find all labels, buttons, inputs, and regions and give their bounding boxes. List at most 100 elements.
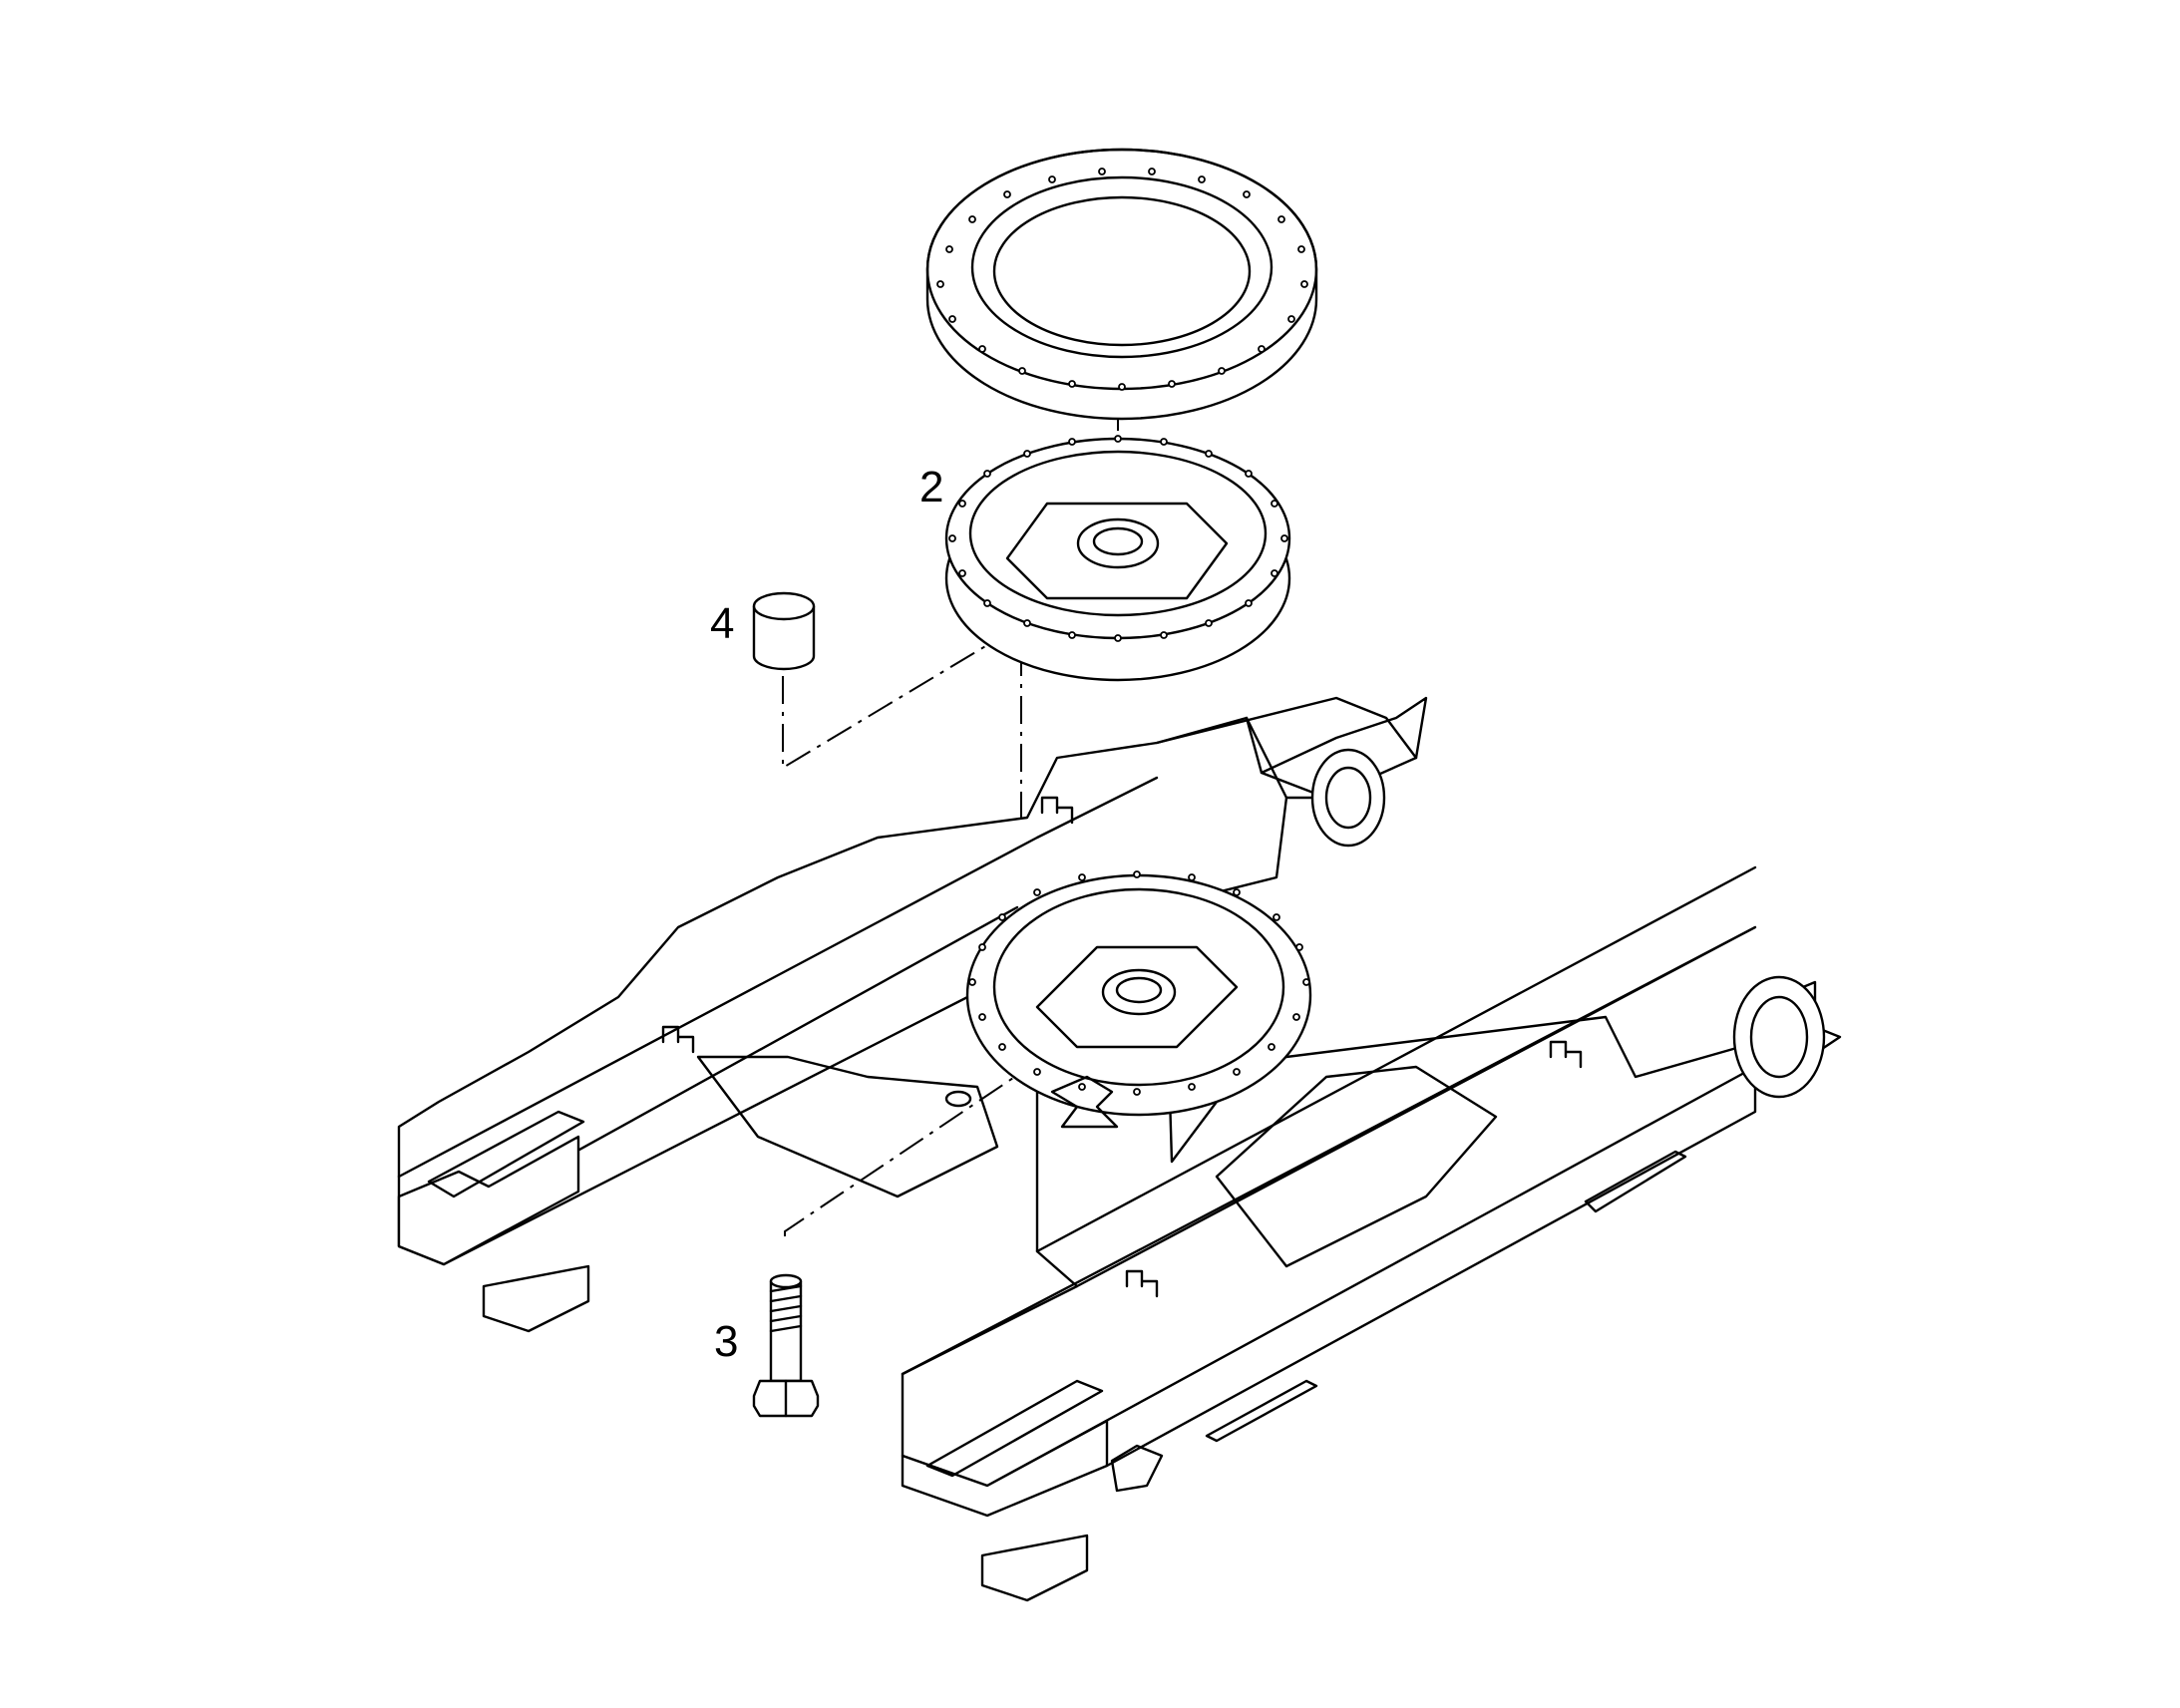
bearing-hole — [1280, 534, 1288, 542]
leader-line-part-4 — [782, 632, 1008, 770]
gear-hole — [1018, 367, 1026, 375]
gear-hole — [978, 345, 986, 353]
frame-hole — [1272, 913, 1280, 921]
left-tube-bore — [1324, 766, 1372, 830]
frame-hole — [998, 913, 1006, 921]
gear-hole — [1003, 190, 1011, 198]
gear-hole — [968, 215, 976, 223]
bearing-hole — [1068, 631, 1076, 639]
cross-beam-recess-left — [696, 1055, 999, 1198]
frame-lower-tab — [1110, 1444, 1164, 1493]
gear-hole — [948, 315, 956, 323]
frame-hole — [1188, 1083, 1196, 1091]
right-rail-plate-rear — [1584, 1150, 1687, 1213]
frame-ring-web — [1035, 945, 1239, 1049]
bracket-rear-left — [1040, 796, 1074, 825]
bolt-threads — [769, 1284, 803, 1333]
gear-hole — [1243, 190, 1251, 198]
frame-hole — [1302, 978, 1310, 986]
bearing-center-bore — [1092, 526, 1144, 556]
front-left-channel — [397, 1135, 580, 1266]
bearing-hole — [1023, 450, 1031, 458]
gear-hole — [1168, 380, 1176, 388]
bearing-bolt-holes — [948, 435, 1288, 642]
frame-center-boss — [1101, 968, 1177, 1016]
right-rail-plate-front — [1205, 1379, 1318, 1443]
front-right-channel — [901, 1419, 1109, 1518]
frame-ring-inner — [992, 887, 1285, 1087]
leader-line-part-3 — [784, 1071, 1023, 1236]
gear-hole — [945, 245, 953, 253]
gear-hole — [1287, 315, 1295, 323]
front-right-slot — [925, 1379, 1104, 1478]
bearing-hole — [1271, 569, 1278, 577]
left-tube-end — [1310, 748, 1386, 848]
bearing-hole — [1114, 435, 1122, 443]
frame-swivel-stop — [1050, 1075, 1119, 1129]
gear-hole — [1068, 380, 1076, 388]
callout-4: 4 — [710, 599, 734, 648]
bearing-hole — [1114, 634, 1122, 642]
bearing-hole — [1205, 619, 1213, 627]
bearing-hole — [1245, 599, 1253, 607]
bearing-hole — [1160, 631, 1168, 639]
ring-gear-body — [925, 148, 1318, 421]
bearing-hole — [1160, 438, 1168, 446]
frame-hole — [1133, 1088, 1141, 1096]
part-3-bolt — [752, 1273, 820, 1418]
plug-top — [752, 591, 816, 621]
plug-body — [752, 604, 816, 671]
frame-hole — [1295, 943, 1303, 951]
frame-hole — [998, 1043, 1006, 1051]
bearing-hole — [983, 599, 991, 607]
ring-gear — [925, 148, 1318, 421]
right-tube-end — [1732, 975, 1826, 1099]
bearing-inner-edge — [968, 450, 1268, 617]
frame-hole — [1133, 870, 1141, 878]
bearing-web — [1005, 502, 1229, 600]
frame-hole — [1233, 888, 1241, 896]
ring-gear-teeth-outer — [970, 175, 1273, 359]
frame-hole — [978, 1013, 986, 1021]
gear-hole — [1277, 215, 1285, 223]
gear-hole — [1300, 280, 1308, 288]
bearing-hole — [1023, 619, 1031, 627]
frame-hole — [1233, 1068, 1241, 1076]
callout-3: 3 — [714, 1317, 738, 1366]
frame-drain-hole — [944, 1090, 972, 1108]
gear-hole — [1198, 175, 1206, 183]
gear-hole — [1297, 245, 1305, 253]
frame-hole — [968, 978, 976, 986]
bearing-hole — [1068, 438, 1076, 446]
front-left-lower-block — [482, 1264, 590, 1333]
undercarriage-frame — [397, 696, 1842, 1602]
bolt-tip — [769, 1273, 803, 1289]
bearing-hole — [948, 534, 956, 542]
gear-hole — [1048, 175, 1056, 183]
frame-hole — [1188, 873, 1196, 881]
right-rail-edge — [901, 865, 1757, 1488]
ring-gear-teeth-inner — [992, 195, 1252, 347]
frame-hole — [1292, 1013, 1300, 1021]
frame-hole — [978, 943, 986, 951]
gear-hole — [1218, 367, 1226, 375]
right-tube-bore — [1749, 995, 1809, 1079]
gear-hole — [1118, 383, 1126, 391]
cross-beam-recess-right — [1215, 1065, 1498, 1268]
part-2-swivel-bearing — [944, 435, 1291, 682]
bearing-center-boss — [1076, 517, 1160, 569]
bearing-hole — [1205, 450, 1213, 458]
frame-center-bore — [1115, 976, 1163, 1004]
gear-hole — [1258, 345, 1266, 353]
part-4-plug — [752, 591, 816, 671]
gear-hole — [936, 280, 944, 288]
front-right-lower-block — [980, 1534, 1089, 1602]
frame-hole — [1078, 873, 1086, 881]
bearing-hole — [958, 500, 966, 508]
frame-ring-bolt-holes — [968, 870, 1310, 1096]
bracket-front-left — [661, 1025, 695, 1054]
bearing-hole — [983, 470, 991, 478]
gear-hole — [1098, 168, 1106, 175]
ring-gear-holes — [936, 168, 1308, 391]
